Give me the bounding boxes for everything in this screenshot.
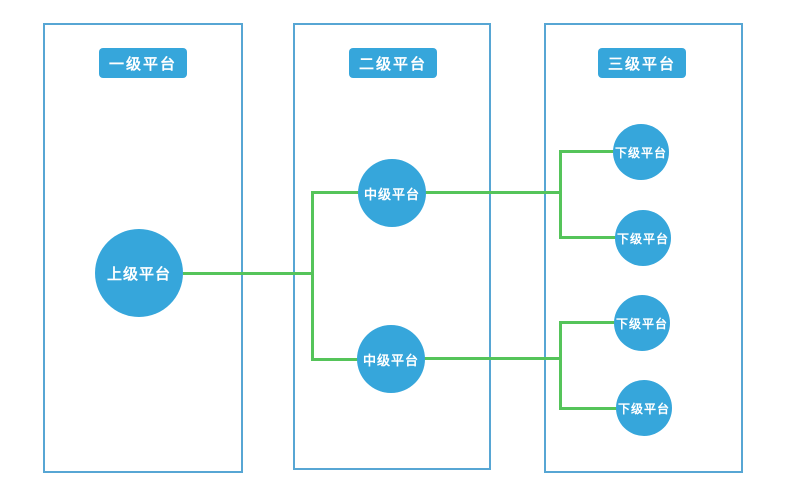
connector-to-mid-bottom [311, 358, 358, 361]
connector-to-leaf-4 [559, 407, 619, 410]
node-sub-platform-3: 下级平台 [614, 295, 670, 351]
connector-to-mid-top [311, 191, 359, 194]
node-mid-platform-top: 中级平台 [358, 159, 426, 227]
column-level-3 [544, 23, 743, 473]
node-superior-platform: 上级平台 [95, 229, 183, 317]
node-sub-platform-4: 下级平台 [616, 380, 672, 436]
connector-to-leaf-3 [559, 321, 617, 324]
column-header-level-2: 二级平台 [349, 48, 437, 78]
connector-to-leaf-2 [559, 236, 618, 239]
node-sub-platform-1: 下级平台 [613, 124, 669, 180]
column-level-1 [43, 23, 243, 473]
connector-to-leaf-1 [559, 150, 616, 153]
connector-mid-top-branch-vertical [559, 150, 562, 239]
node-sub-platform-2: 下级平台 [615, 210, 671, 266]
column-header-level-3: 三级平台 [598, 48, 686, 78]
connector-mid-bottom-branch-vertical [559, 321, 562, 410]
column-level-2 [293, 23, 491, 470]
column-header-level-1: 一级平台 [99, 48, 187, 78]
connector-mid-bottom-trunk [424, 357, 561, 360]
connector-mid-top-trunk [425, 191, 561, 194]
connector-root-trunk [183, 272, 313, 275]
connector-root-branch-vertical [311, 191, 314, 361]
node-mid-platform-bottom: 中级平台 [357, 325, 425, 393]
